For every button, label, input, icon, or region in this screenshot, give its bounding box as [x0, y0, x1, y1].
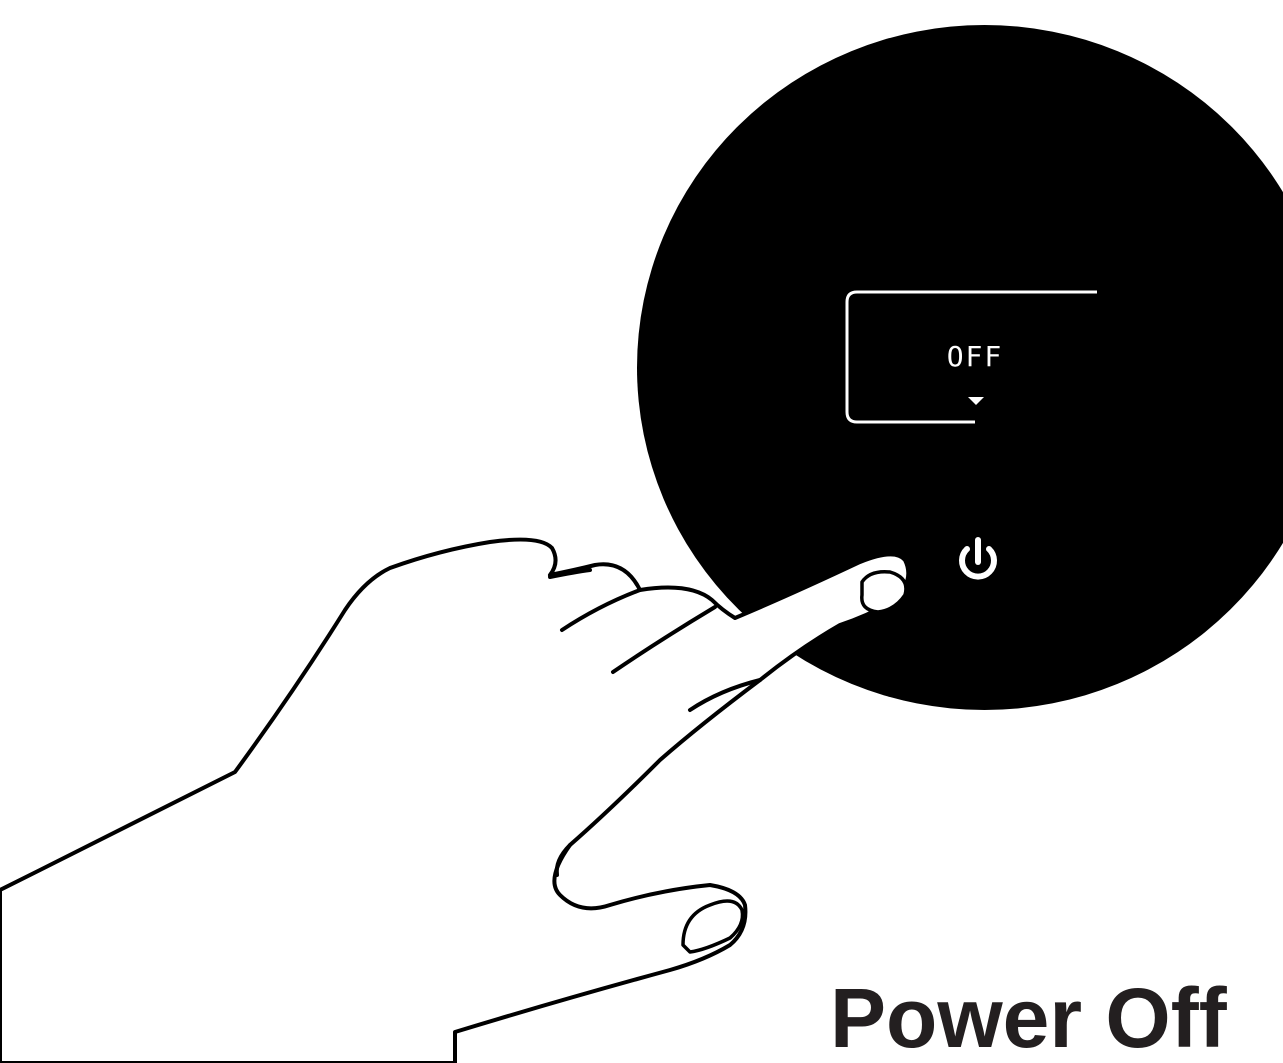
caption-title: Power Off	[830, 968, 1230, 1063]
power-icon[interactable]	[952, 535, 1004, 590]
triangle-down-icon	[967, 396, 985, 406]
display-status-text: OFF	[915, 339, 1035, 375]
